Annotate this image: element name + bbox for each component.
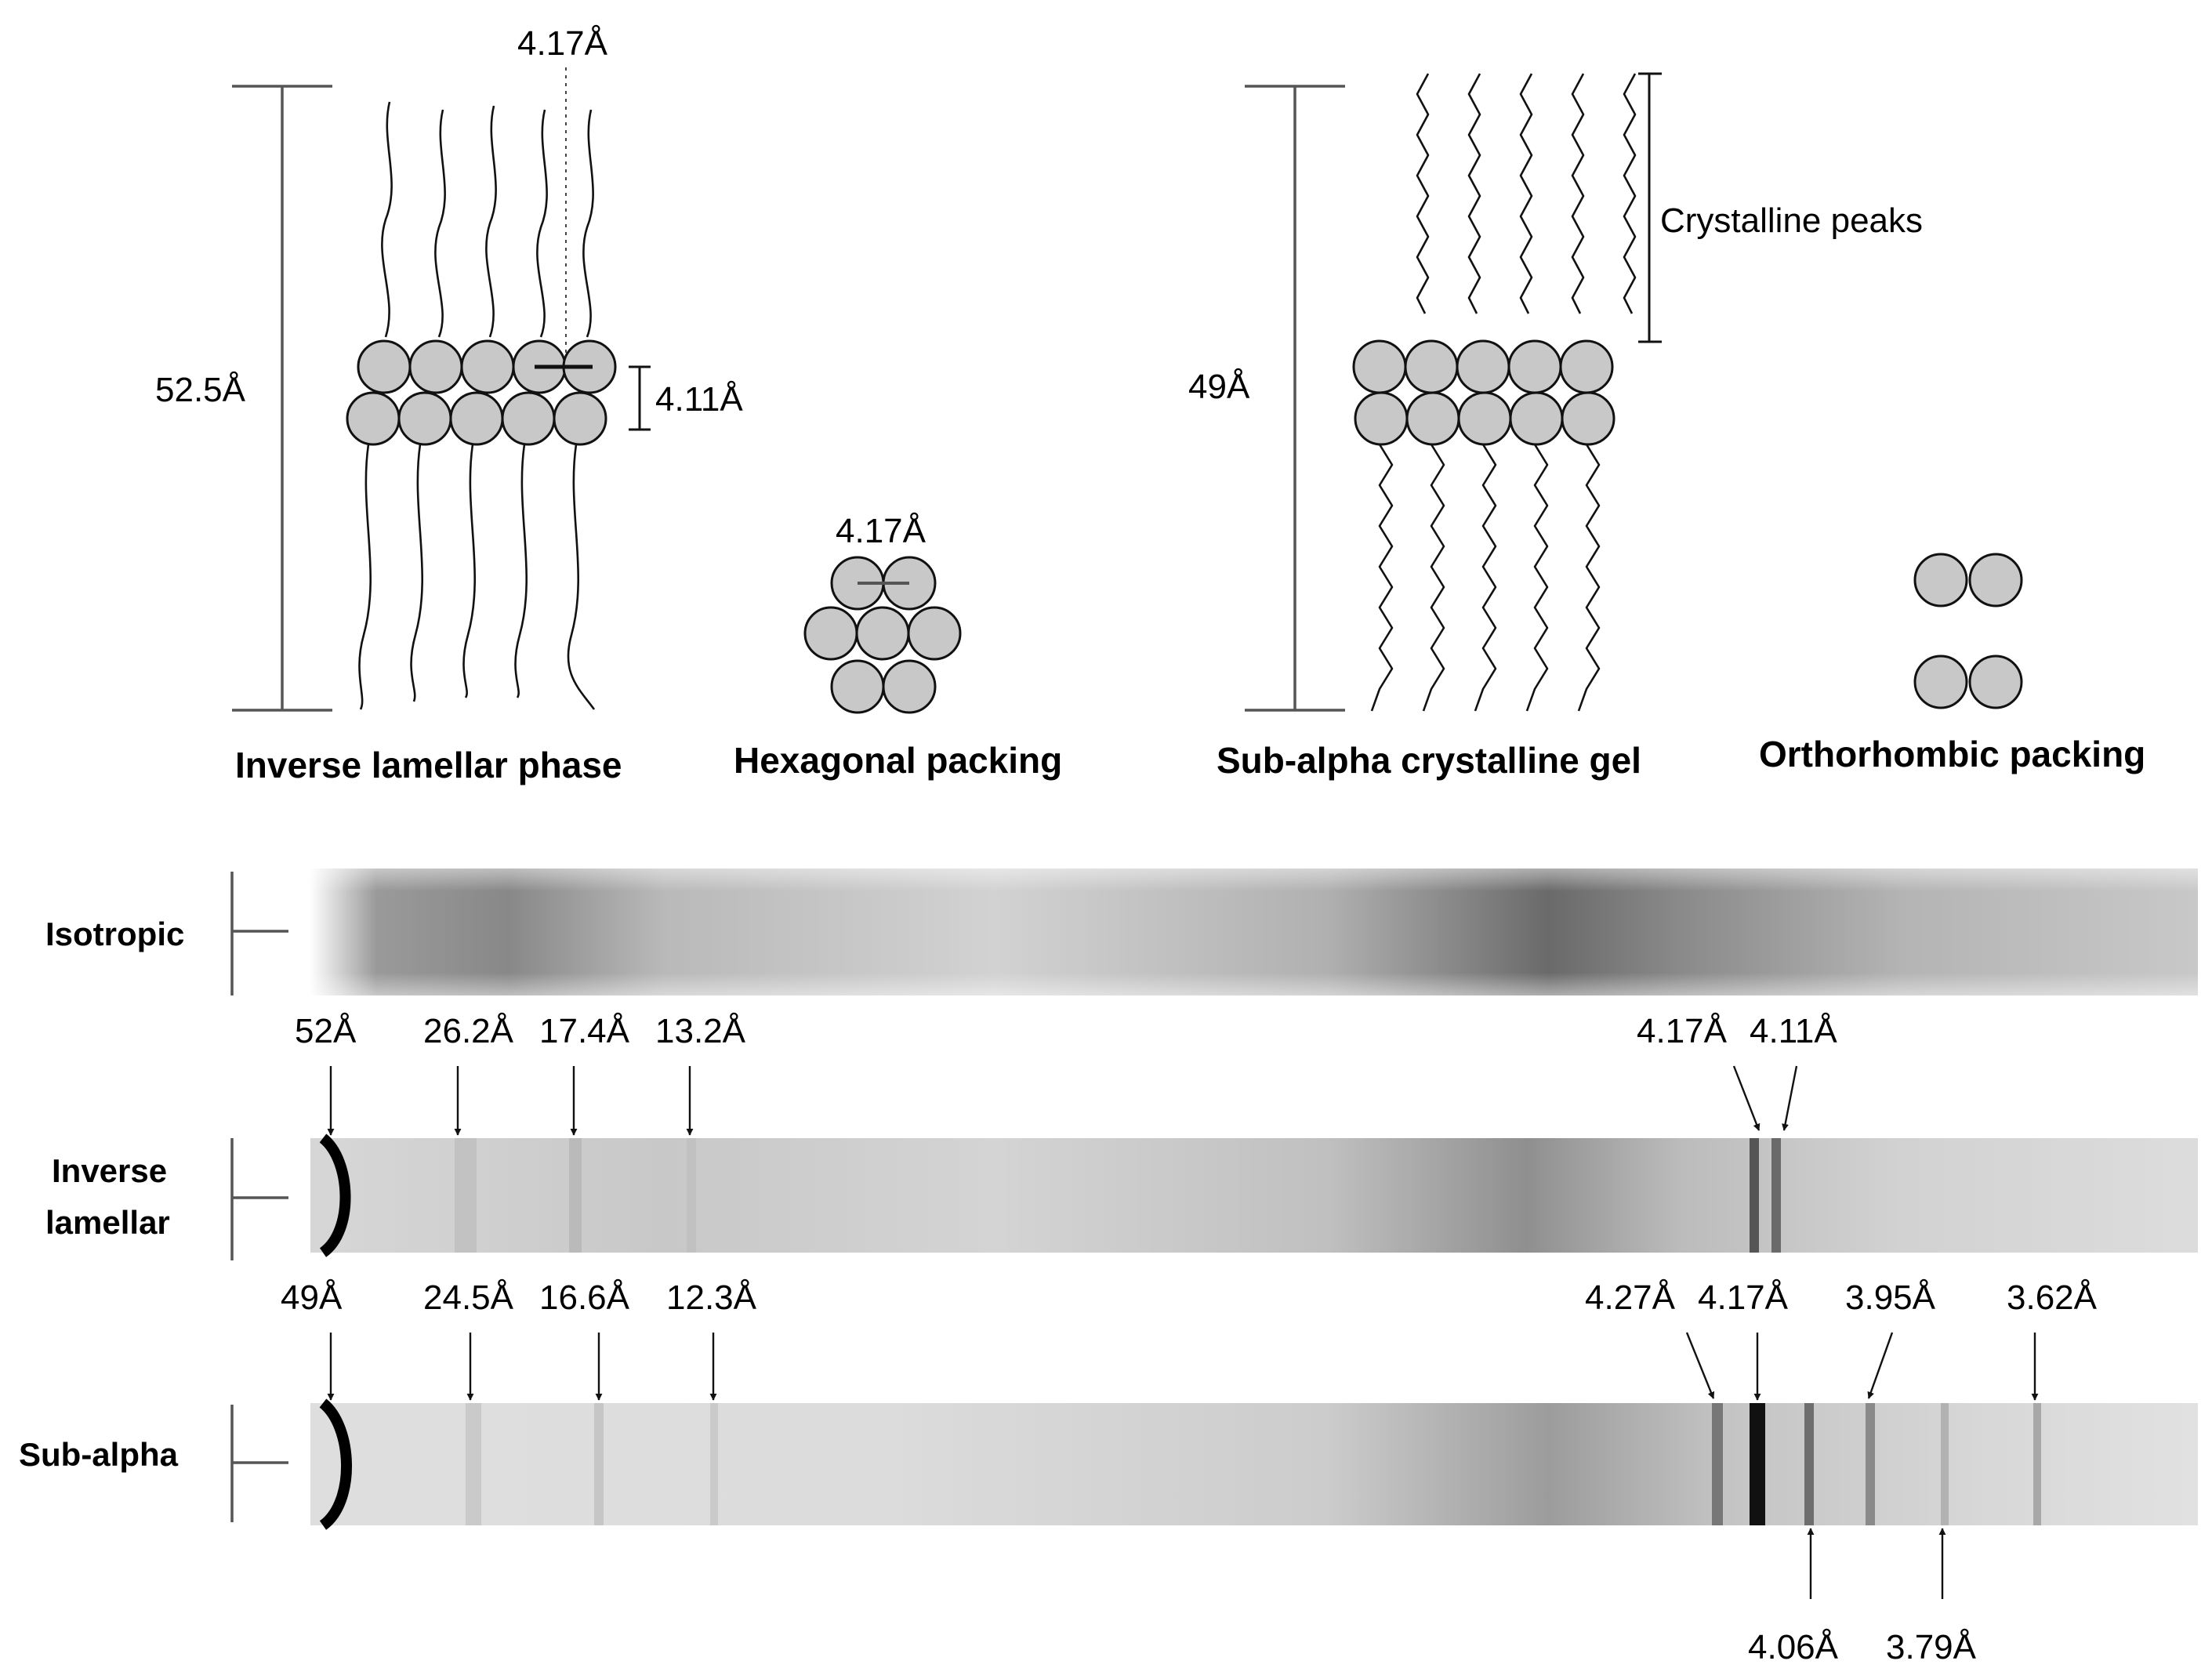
sub-alpha-peak-labels: 49Å 24.5Å 16.6Å 12.3Å 4.27Å 4.17Å 3.95Å …	[281, 1278, 2098, 1666]
peak-label: 49Å	[281, 1278, 343, 1317]
bilayer-spacing-bracket	[629, 365, 651, 431]
bilayer-spacing-label: 4.11Å	[655, 380, 743, 419]
orthorhombic-packing-schematic: Orthorhombic packing	[1759, 553, 2145, 774]
peak-label: 4.27Å	[1585, 1278, 1676, 1317]
crystalline-peaks-label: Crystalline peaks	[1660, 201, 1923, 240]
sub-alpha-caption: Sub-alpha crystalline gel	[1217, 740, 1641, 781]
lamellar-headgroups-lower	[346, 391, 607, 446]
lamellar-upper-chains	[381, 101, 594, 338]
inverse-lamellar-label-line1: Inverse	[52, 1152, 167, 1189]
peak-label: 3.62Å	[2007, 1278, 2098, 1317]
peak-label: 16.6Å	[539, 1278, 630, 1317]
peak-label: 26.2Å	[423, 1012, 514, 1050]
inverse-lamellar-schematic: 52.5Å 4.17Å	[155, 24, 743, 785]
sub-alpha-peak-arrows	[327, 1332, 2039, 1599]
sub-alpha-sample-marker	[230, 1405, 288, 1522]
orthorhombic-caption: Orthorhombic packing	[1759, 734, 2145, 774]
inverse-lamellar-peak-labels: 52Å 26.2Å 17.4Å 13.2Å 4.17Å 4.11Å	[295, 1012, 1837, 1050]
peak-label: 3.79Å	[1886, 1628, 1977, 1666]
sub-alpha-height-bar	[1245, 85, 1345, 712]
peak-label: 3.95Å	[1845, 1278, 1936, 1317]
crystalline-peaks-bracket	[1638, 72, 1662, 343]
peak-label: 12.3Å	[666, 1278, 757, 1317]
peak-label: 17.4Å	[539, 1012, 630, 1050]
inverse-lamellar-label-line2: lamellar	[45, 1204, 170, 1241]
sub-alpha-pattern: Sub-alpha 49Å 24.5Å 16.6Å 12.3Å 4.27Å 4.…	[19, 1278, 2198, 1666]
sub-alpha-schematic: 49Å Crystalline peaks	[1188, 72, 1923, 781]
peak-label: 24.5Å	[423, 1278, 514, 1317]
sub-alpha-label: Sub-alpha	[19, 1436, 179, 1473]
inverse-lamellar-peak-arrows	[327, 1065, 1798, 1136]
lamellar-lower-chains	[358, 444, 596, 710]
peak-label: 13.2Å	[655, 1012, 746, 1050]
lamellar-headgroups-upper	[357, 339, 617, 394]
hexagonal-packing-schematic: 4.17Å Hexagonal packing	[734, 512, 1062, 781]
peak-label: 4.06Å	[1748, 1628, 1839, 1666]
sub-alpha-upper-chains	[1416, 73, 1637, 314]
lamellar-height-label: 52.5Å	[155, 371, 246, 409]
lamellar-height-bar	[232, 85, 332, 712]
peak-label: 52Å	[295, 1012, 357, 1050]
inverse-lamellar-pattern: Inverse lamellar 52Å 26.2Å 17.4Å 13.2Å 4…	[45, 1012, 2198, 1260]
sub-alpha-pattern-strip	[310, 1403, 2198, 1525]
sub-alpha-reflections	[319, 1398, 2041, 1530]
hexagonal-caption: Hexagonal packing	[734, 740, 1062, 781]
isotropic-pattern: Isotropic	[45, 869, 2198, 995]
isotropic-label: Isotropic	[45, 916, 184, 952]
peak-label: 4.11Å	[1750, 1012, 1837, 1050]
hexagonal-spacing-label: 4.17Å	[836, 512, 927, 550]
peak-label: 4.17Å	[1637, 1012, 1728, 1050]
inverse-lamellar-sample-marker	[230, 1138, 288, 1260]
sub-alpha-headgroups-lower	[1354, 391, 1615, 446]
inverse-lamellar-pattern-strip	[310, 1138, 2198, 1253]
inverse-lamellar-caption: Inverse lamellar phase	[235, 745, 622, 785]
inverse-lamellar-reflections	[319, 1133, 1781, 1257]
sub-alpha-headgroups-upper	[1352, 339, 1614, 394]
chain-spacing-label: 4.17Å	[517, 24, 608, 63]
sub-alpha-lower-chains	[1370, 444, 1601, 712]
isotropic-sample-marker	[230, 872, 288, 995]
sub-alpha-height-label: 49Å	[1188, 368, 1250, 406]
peak-label: 4.17Å	[1698, 1278, 1789, 1317]
